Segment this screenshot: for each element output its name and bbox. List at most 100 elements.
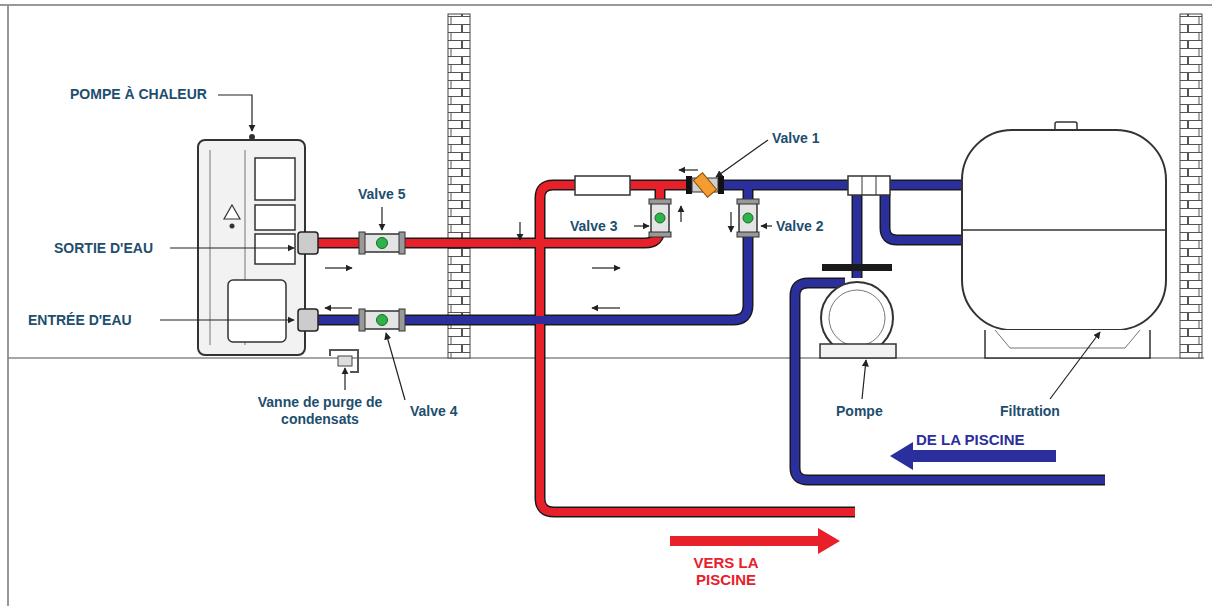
- multiport-valve: [862, 176, 876, 195]
- union-valve: [651, 202, 669, 234]
- leader-line: [160, 319, 294, 320]
- bypass-valve: [686, 173, 724, 198]
- brick-wall: [1180, 14, 1202, 358]
- flow-arrow: [680, 206, 681, 222]
- union-valve: [359, 232, 365, 254]
- union-valve: [737, 199, 759, 204]
- flow-arrow: [592, 307, 620, 308]
- leader-line: [386, 333, 405, 400]
- flow-arrow: [519, 222, 520, 240]
- heat-pump: [249, 134, 255, 140]
- leader-line: [170, 247, 294, 248]
- bypass-valve: [718, 176, 724, 194]
- hot-pipe: [318, 185, 855, 512]
- union-valve: [655, 213, 665, 223]
- port-label: SORTIE D'EAU: [54, 240, 153, 257]
- cold-pipe: [318, 185, 748, 320]
- filter-pump: [821, 282, 893, 354]
- union-valve: [649, 199, 671, 204]
- leader-line: [862, 360, 866, 399]
- filter-pump: [820, 344, 896, 358]
- device-label: POMPE À CHALEUR: [70, 86, 207, 103]
- leader-line: [761, 225, 772, 226]
- union-valve: [359, 199, 759, 331]
- filter-pump: [820, 264, 896, 358]
- sand-filter: [995, 330, 1140, 348]
- flow-arrow: [325, 170, 731, 308]
- leader-line: [344, 368, 345, 390]
- union-valve: [362, 234, 402, 252]
- heat-pump: [298, 232, 318, 254]
- union-valve: [739, 202, 757, 234]
- union-valve: [362, 311, 402, 329]
- union-valve: [359, 309, 405, 331]
- heat-pump: [298, 309, 318, 331]
- valve-label: Valve 3: [570, 218, 618, 235]
- heat-pump: [255, 234, 295, 264]
- flow-arrow: [325, 307, 352, 308]
- part-label: Filtration: [1000, 403, 1060, 420]
- sand-filter: [962, 229, 1166, 231]
- leader-line: [634, 225, 649, 226]
- union-valve: [649, 232, 671, 237]
- leader-line: [160, 95, 1100, 400]
- sand-filter: [962, 130, 1166, 330]
- union-valve: [737, 199, 759, 237]
- part-label: Pompe: [836, 403, 883, 420]
- heat-pump: [230, 224, 235, 229]
- direction-arrow: [670, 528, 840, 554]
- valve-label: Valve 5: [358, 186, 406, 203]
- union-valve: [359, 232, 405, 254]
- flow-arrow: [592, 267, 620, 268]
- leader-line: [218, 95, 252, 131]
- pipe-outline: [885, 195, 962, 240]
- port-label: ENTRÉE D'EAU: [28, 312, 132, 329]
- frame: [0, 5, 1212, 606]
- heat-pump: [255, 205, 295, 230]
- flow-label: DE LA PISCINE: [916, 431, 1025, 448]
- union-valve: [743, 213, 753, 223]
- valve-label: Valve 2: [776, 218, 824, 235]
- filter-pump: [822, 264, 892, 271]
- hot-pipe: [540, 185, 855, 512]
- pipe-outline: [540, 185, 855, 512]
- check-valve: [575, 176, 630, 195]
- heat-pump: [224, 205, 240, 219]
- multiport-valve: [848, 176, 890, 195]
- heat-pump: [338, 356, 352, 366]
- leader-line: [1050, 332, 1100, 399]
- bypass-valve: [693, 173, 716, 198]
- heat-pump: [330, 350, 358, 372]
- pipe-outline: [318, 185, 748, 320]
- union-valve: [399, 309, 405, 331]
- multiport-valve: [848, 176, 890, 195]
- flow-label: VERS LA PISCINE: [670, 554, 782, 588]
- valve-label: Valve 1: [772, 130, 820, 147]
- bypass-valve: [686, 176, 692, 194]
- frame: [0, 5, 1212, 606]
- union-valve: [377, 238, 388, 249]
- cold-pipe: [720, 181, 962, 189]
- leader-line: [716, 140, 768, 177]
- direction-arrow: [670, 442, 1056, 554]
- flow-arrow: [730, 212, 731, 232]
- union-valve: [399, 232, 405, 254]
- brick-wall: [448, 14, 470, 358]
- flow-arrow: [679, 169, 698, 170]
- leader-line: [381, 207, 382, 230]
- pipe-outline: [720, 180, 962, 191]
- flow-arrow: [325, 267, 352, 268]
- valve-label: Valve 4: [410, 403, 458, 420]
- cold-pipe: [885, 195, 962, 240]
- union-valve: [377, 315, 388, 326]
- heat-pump: [198, 134, 358, 372]
- union-valve: [359, 309, 365, 331]
- heat-pump: [228, 280, 286, 342]
- drain-label: Vanne de purge de condensats: [250, 394, 390, 428]
- check-valve: [575, 176, 630, 195]
- filter-pump: [829, 290, 885, 346]
- union-valve: [737, 232, 759, 237]
- sand-filter: [985, 330, 1150, 358]
